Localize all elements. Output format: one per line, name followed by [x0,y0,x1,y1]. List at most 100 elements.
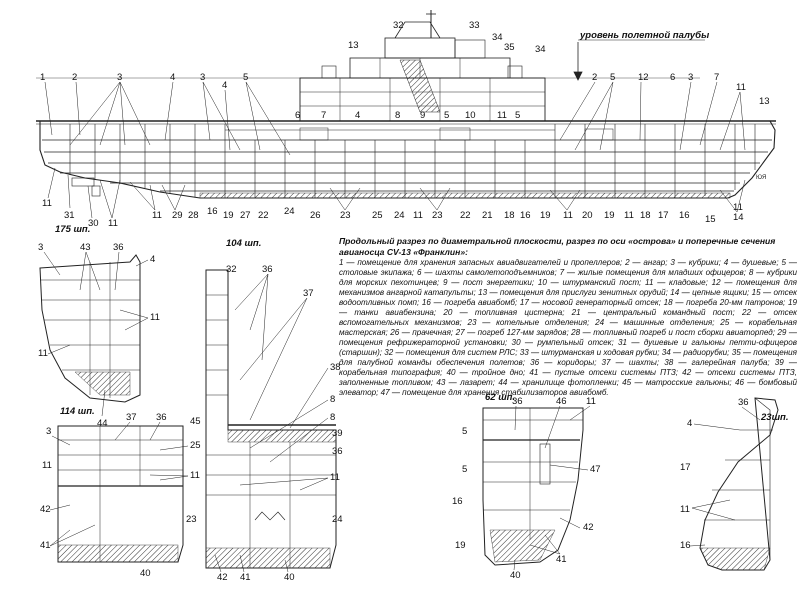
s104-label-8: 8 [330,394,335,405]
callout-7b: 7 [714,72,719,83]
s23-label-36: 36 [738,397,749,408]
section-23-labels: 36 4 17 11 16 [680,397,749,551]
callout-b-23: 23 [340,210,351,221]
callout-9: 9 [420,110,425,121]
s23-label-16: 16 [680,540,691,551]
s104-label-40: 40 [284,572,295,583]
cross-section-104 [205,269,337,569]
flight-deck-level-label: уровень полетной палубы [579,30,709,41]
s175-label-4: 4 [150,254,155,265]
callout-b-26: 26 [310,210,321,221]
cross-section-23 [699,397,779,571]
s62-label-41: 41 [556,554,567,565]
cross-section-62 [482,407,584,566]
s114-label-36: 36 [156,412,167,423]
s104-label-24: 24 [332,514,343,525]
s23-label-17: 17 [680,462,691,473]
callout-34: 34 [492,32,503,43]
s114-label-11b: 11 [190,470,200,481]
callout-b-30: 30 [88,218,99,229]
callout-b-16: 16 [207,206,218,217]
s175-label-11b: 11 [38,348,48,359]
s114-label-42: 42 [40,504,51,515]
callout-b-11e: 11 [563,210,573,221]
section-104-labels: 32 36 37 38 8 8 39 36 11 24 42 41 40 [217,264,343,583]
callout-b-18: 18 [504,210,515,221]
s114-leaders [49,421,189,547]
top-leaders [44,81,746,156]
callout-b-31: 31 [64,210,75,221]
callout-b-11c: 11 [152,210,162,221]
section-label-23: 23шп. [760,412,788,423]
section-175-labels: 3 43 36 4 11 11 44 [38,242,160,429]
callout-33: 33 [469,20,480,31]
callout-b-16b: 16 [520,210,531,221]
s104-label-8b: 8 [330,412,335,423]
section-label-62: 62 шп. [485,392,515,403]
callout-35: 35 [504,42,515,53]
s23-label-4: 4 [687,418,692,429]
callout-b-22: 22 [258,210,269,221]
callout-11b: 11 [736,82,746,93]
s114-label-41: 41 [40,540,51,551]
s104-label-38: 38 [330,362,341,373]
s175-label-3: 3 [38,242,43,253]
s62-leaders [513,405,591,571]
callout-3: 3 [117,72,122,83]
s104-label-36b: 36 [332,446,343,457]
callout-b-11f: 11 [624,210,634,221]
s104-label-32: 32 [226,264,237,275]
callout-b-19c: 19 [604,210,615,221]
callout-12: 12 [638,72,649,83]
callout-b-14: 14 [733,212,744,223]
s62-label-36: 36 [512,396,523,407]
callout-b-11b: 11 [108,218,118,229]
callout-b-21: 21 [482,210,493,221]
s104-label-41: 41 [240,572,251,583]
callout-11: 11 [497,110,507,121]
island-superstructure [299,10,546,122]
callout-5b: 5 [444,110,449,121]
s104-leaders [214,273,329,573]
callout-8: 8 [395,110,400,121]
s175-leaders [43,251,149,417]
s114-label-45: 45 [190,416,201,427]
bottom-leaders [47,167,746,219]
s114-label-25: 25 [190,440,201,451]
s62-label-19: 19 [455,540,466,551]
callout-4c: 4 [355,110,360,121]
s62-label-5: 5 [462,426,467,437]
s104-label-39: 39 [332,428,343,439]
callout-b-11d: 11 [413,210,423,221]
callout-b-24: 24 [284,206,295,217]
callout-b-23b: 23 [432,210,443,221]
callout-b-18b: 18 [640,210,651,221]
legend: Продольный разрез по диаметральной плоск… [339,236,797,398]
callout-13: 13 [759,96,770,107]
callout-b-19b: 19 [540,210,551,221]
s62-label-42: 42 [583,522,594,533]
callout-3c: 3 [688,72,693,83]
s114-label-23: 23 [186,514,197,525]
s114-label-3: 3 [46,426,51,437]
s175-label-43: 43 [80,242,91,253]
callout-b-22b: 22 [460,210,471,221]
callout-b-28: 28 [188,210,199,221]
s175-label-44: 44 [97,418,108,429]
callout-6b: 6 [670,72,675,83]
cross-section-175 [39,254,141,403]
s104-label-42: 42 [217,572,228,583]
longitudinal-bottom-labels: 11 31 30 11 11 29 28 16 19 27 22 24 26 2… [42,198,744,229]
s62-label-11: 11 [586,396,596,407]
s62-label-46: 46 [556,396,567,407]
artist-credit: ЮЯ [756,175,767,181]
longitudinal-section [36,10,776,199]
section-114-labels: 3 37 36 45 25 11 11 42 41 23 40 [40,412,201,579]
s114-label-40: 40 [140,568,151,579]
section-label-114: 114 шп. [60,406,95,417]
callout-b-17: 17 [658,210,669,221]
legend-title: Продольный разрез по диаметральной плоск… [339,236,776,257]
s23-label-11: 11 [680,504,690,515]
callout-b-16c: 16 [679,210,690,221]
